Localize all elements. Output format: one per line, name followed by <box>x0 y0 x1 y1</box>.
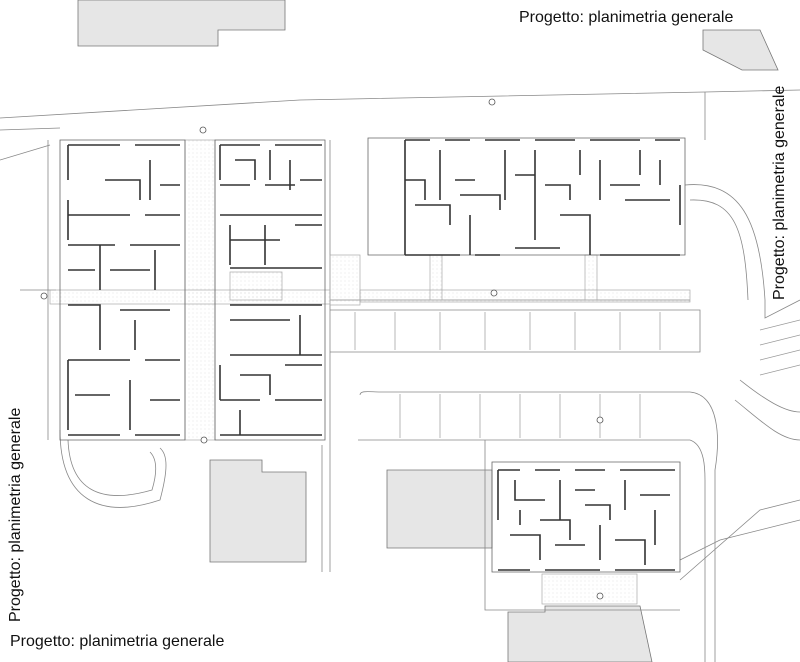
building-central <box>214 139 326 441</box>
plan-title-bottom: Progetto: planimetria generale <box>10 633 225 650</box>
neighbouring-buildings <box>77 0 779 662</box>
parking-stalls <box>354 312 800 438</box>
entrance-markers <box>40 98 604 600</box>
building-west <box>59 139 186 441</box>
walkways <box>49 139 691 605</box>
plan-title-left: Progetto: planimetria generale <box>7 407 24 622</box>
building-north-east <box>367 137 686 256</box>
road-lines <box>0 89 800 662</box>
plan-title-right: Progetto: planimetria generale <box>771 85 788 300</box>
building-south-east <box>491 461 681 573</box>
plan-title-top: Progetto: planimetria generale <box>519 9 734 26</box>
